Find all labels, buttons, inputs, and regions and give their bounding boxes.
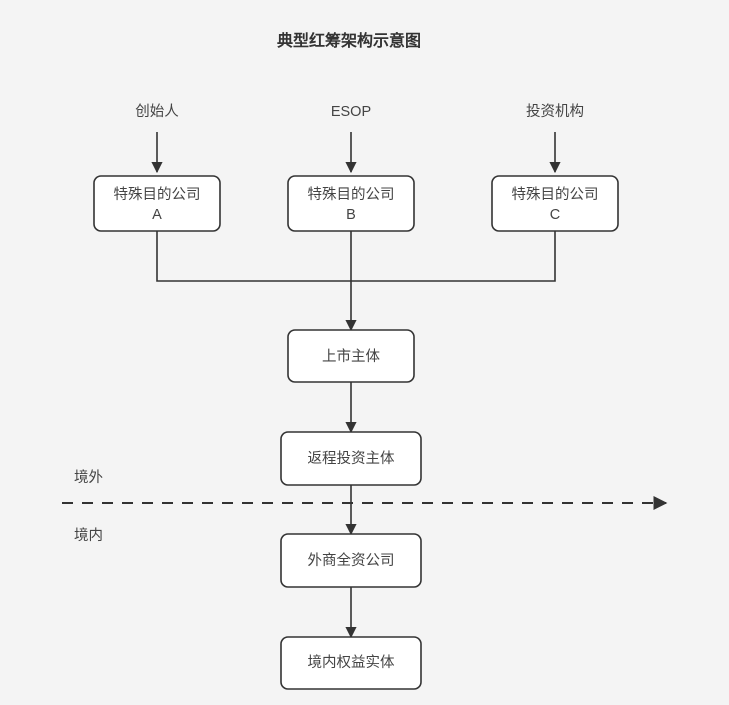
zone-label-offshore: 境外 (74, 468, 103, 486)
node-listco-label: 上市主体 (322, 348, 380, 365)
node-spv-a-line2: A (152, 207, 162, 223)
node-spv-c-line2: C (550, 207, 560, 223)
node-spv-b-line1: 特殊目的公司 (308, 186, 395, 203)
bus-connector-spv-group (156, 231, 556, 282)
node-wfoe-label: 外商全资公司 (308, 551, 395, 569)
node-domestic-entity[interactable] (280, 636, 422, 690)
source-label-esop: ESOP (331, 104, 371, 120)
node-spv-c-line1: 特殊目的公司 (512, 186, 599, 203)
page-title: 典型红筹架构示意图 (277, 31, 421, 50)
source-label-investor: 投资机构 (526, 103, 584, 120)
node-domestic-entity-label: 境内权益实体 (308, 653, 395, 671)
zone-label-onshore: 境内 (74, 526, 103, 544)
node-round-trip-label: 返程投资主体 (308, 450, 395, 467)
node-spv-a-line1: 特殊目的公司 (114, 186, 201, 203)
source-label-founder: 创始人 (135, 103, 179, 120)
node-spv-b-line2: B (346, 207, 356, 223)
